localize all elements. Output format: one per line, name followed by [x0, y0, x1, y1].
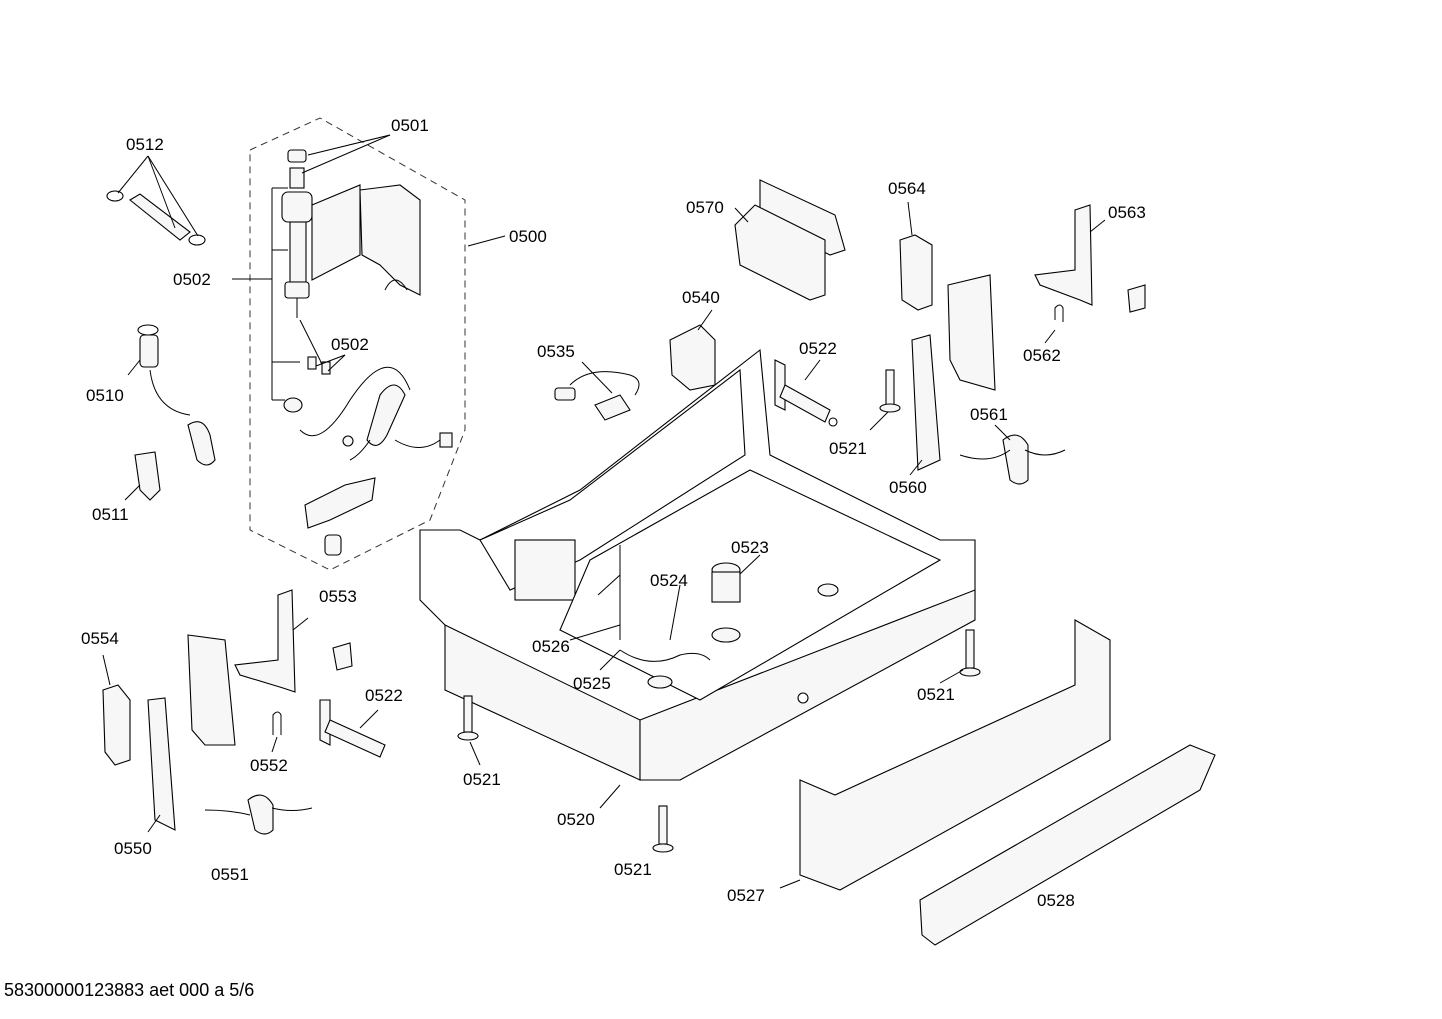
valve-assembly-group	[249, 117, 466, 571]
part-0540	[669, 309, 716, 391]
callout-0521-b: 0521	[917, 685, 955, 704]
kickplate-0527	[779, 619, 1111, 891]
callout-0527: 0527	[727, 886, 765, 905]
callout-0554: 0554	[81, 629, 119, 648]
callout-0563: 0563	[1108, 203, 1146, 222]
callout-0500: 0500	[509, 227, 547, 246]
callout-0510: 0510	[86, 386, 124, 405]
callout-0522-b: 0522	[365, 686, 403, 705]
drawing-reference-footer: 58300000123883 aet 000 a 5/6	[4, 980, 255, 1000]
heater-0522-right	[774, 359, 838, 427]
callout-0553: 0553	[319, 587, 357, 606]
adjustable-feet-0521	[457, 369, 981, 853]
callout-0562: 0562	[1023, 346, 1061, 365]
callout-0520: 0520	[557, 810, 595, 829]
callout-0525: 0525	[573, 674, 611, 693]
callout-0528: 0528	[1037, 891, 1075, 910]
callout-0502-b: 0502	[331, 335, 369, 354]
callout-0564: 0564	[888, 179, 926, 198]
callout-0570: 0570	[686, 198, 724, 217]
callout-0523: 0523	[731, 538, 769, 557]
callout-0560: 0560	[889, 478, 927, 497]
callout-0535: 0535	[537, 342, 575, 361]
control-module-0570	[734, 179, 846, 301]
kickplate-0528	[919, 744, 1216, 946]
callout-0561: 0561	[970, 405, 1008, 424]
callout-0550: 0550	[114, 839, 152, 858]
leader-lines-valve	[232, 134, 506, 401]
callout-0521-d: 0521	[614, 860, 652, 879]
callout-0551: 0551	[211, 865, 249, 884]
callout-labels: 0501 0512 0500 0502 0502 0510 0511 0570 …	[81, 116, 1146, 910]
callout-0522-a: 0522	[799, 339, 837, 358]
callout-0526: 0526	[532, 637, 570, 656]
hose-parts-left	[106, 155, 216, 501]
leader-lines-base	[569, 554, 761, 809]
callout-0502-a: 0502	[173, 270, 211, 289]
left-bracket-parts	[102, 589, 386, 835]
right-bracket-parts	[899, 201, 1146, 485]
callout-0521-c: 0521	[463, 770, 501, 789]
callout-0540: 0540	[682, 288, 720, 307]
callout-0501: 0501	[391, 116, 429, 135]
callout-0511: 0511	[92, 505, 129, 524]
base-tub-0520	[419, 348, 976, 781]
callout-0521-a: 0521	[829, 439, 867, 458]
part-0535	[554, 361, 640, 421]
callout-0552: 0552	[250, 756, 288, 775]
callout-0512: 0512	[126, 135, 164, 154]
callout-0524: 0524	[650, 571, 688, 590]
